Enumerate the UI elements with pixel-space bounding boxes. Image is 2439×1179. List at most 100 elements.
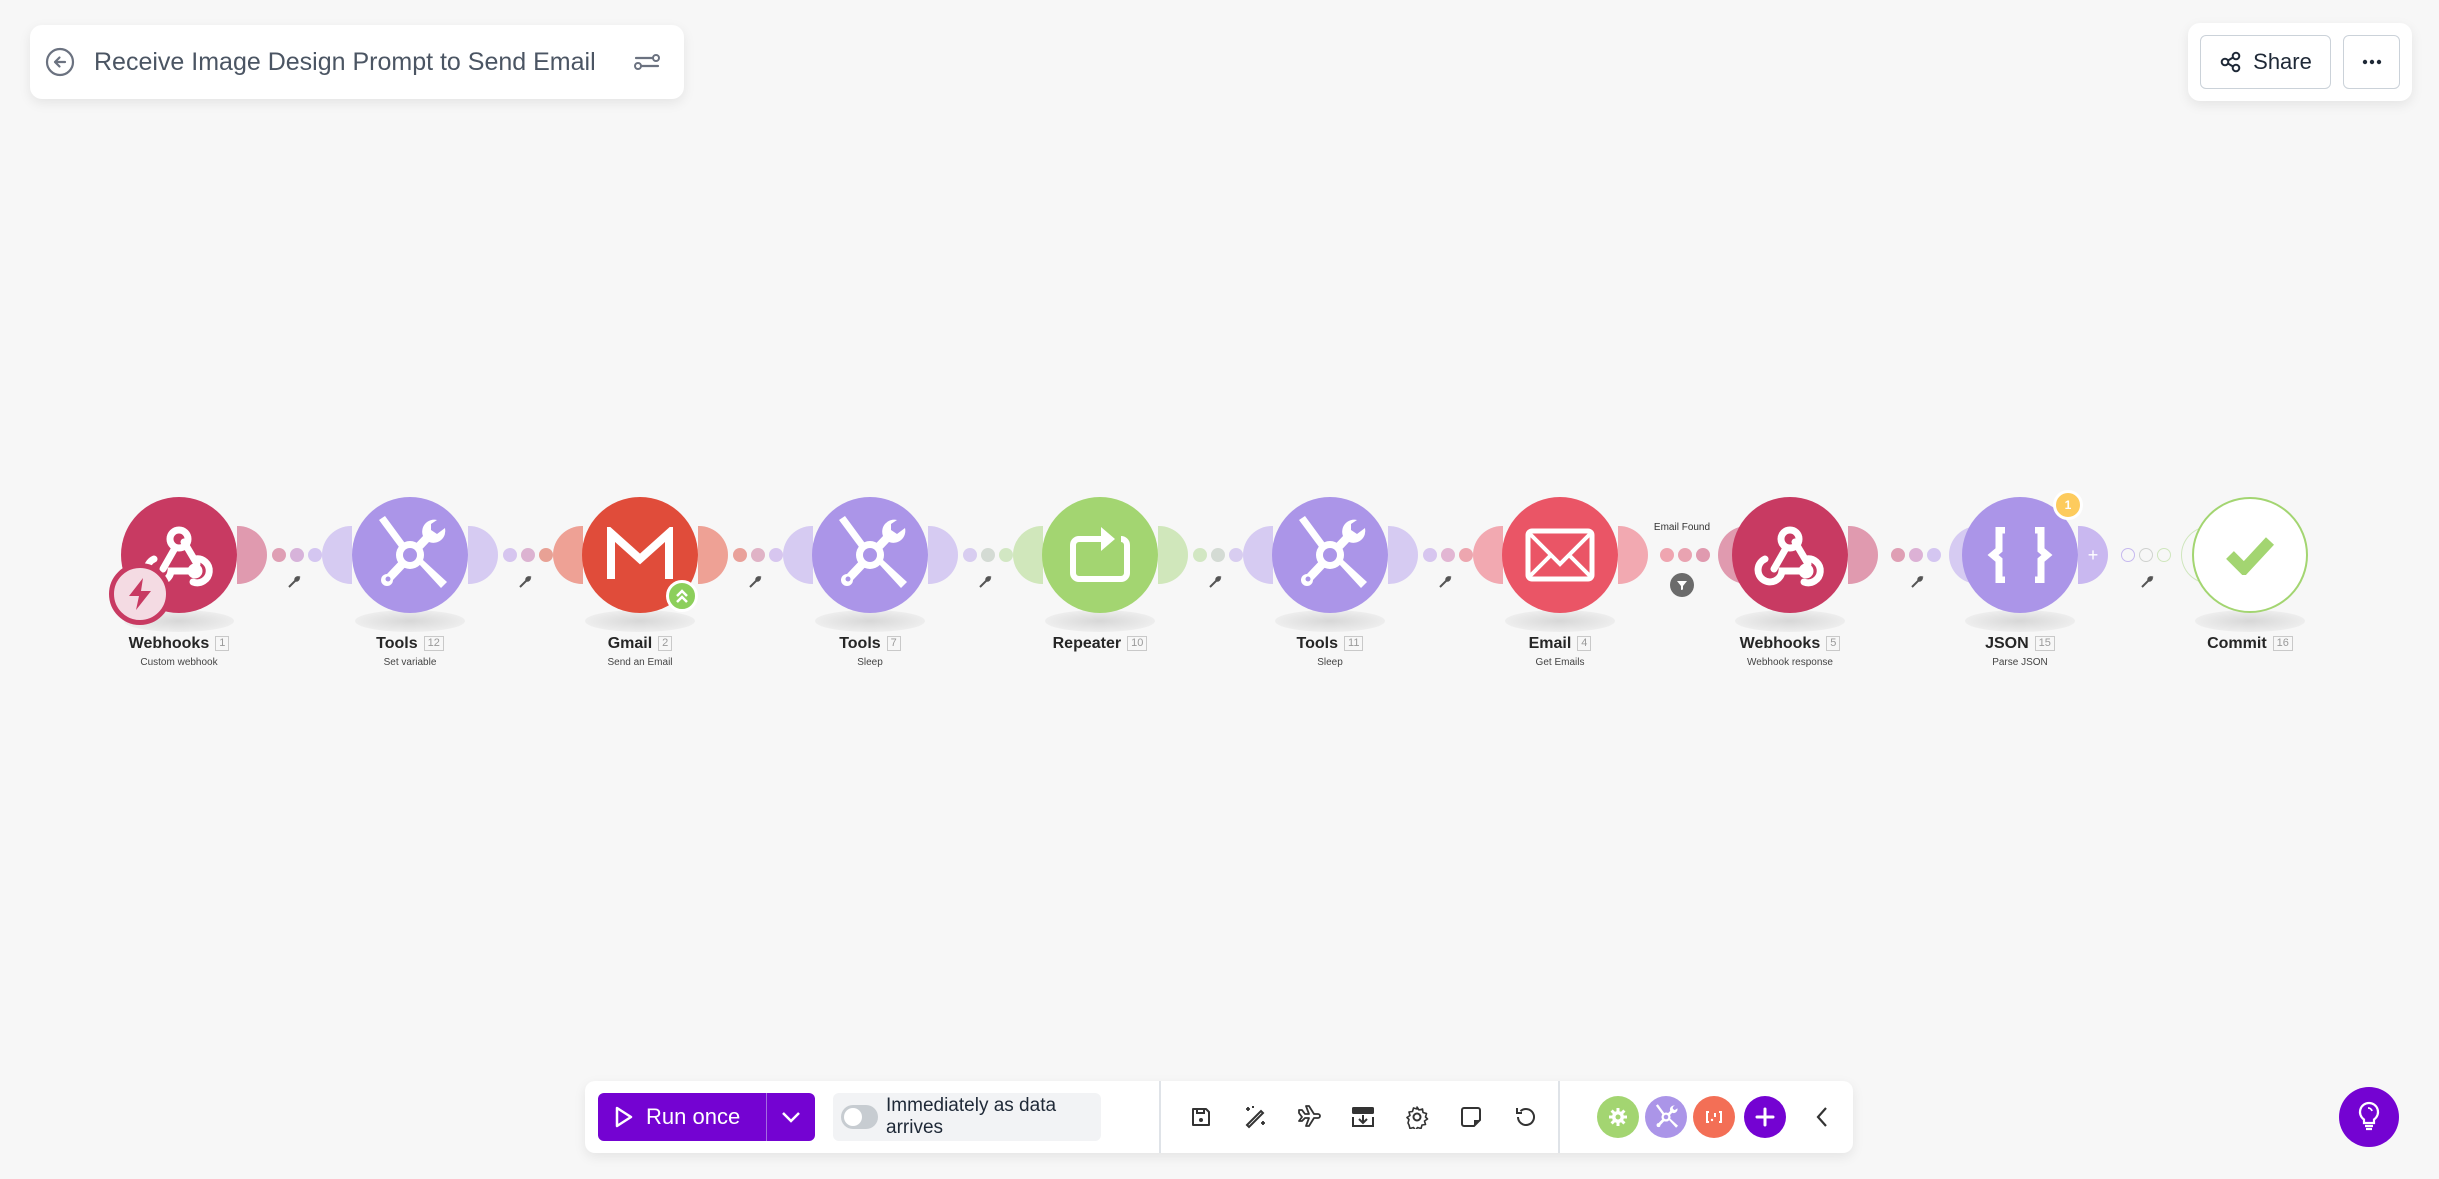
- connector-dot: [1211, 548, 1225, 562]
- node-shadow: [1045, 610, 1155, 632]
- connector-dot: [272, 548, 286, 562]
- wrench-icon[interactable]: [1438, 575, 1452, 589]
- wrench-icon[interactable]: [978, 575, 992, 589]
- wrench-icon[interactable]: [518, 575, 532, 589]
- input-port[interactable]: [1473, 526, 1503, 584]
- input-port[interactable]: [553, 526, 583, 584]
- auto-align-button[interactable]: [1240, 1102, 1270, 1132]
- module-action: Parse JSON: [1992, 657, 2048, 668]
- output-port[interactable]: [1158, 526, 1188, 584]
- node-shadow: [2195, 610, 2305, 632]
- previous-versions-button[interactable]: [1510, 1102, 1540, 1132]
- connector-dot: [1678, 548, 1692, 562]
- add-module-button[interactable]: [1744, 1096, 1786, 1138]
- gear-icon: [1406, 1106, 1429, 1129]
- toggle-knob: [844, 1108, 862, 1126]
- save-button[interactable]: [1186, 1102, 1216, 1132]
- wrench-icon[interactable]: [748, 575, 762, 589]
- node-shadow: [1275, 610, 1385, 632]
- input-port[interactable]: [783, 526, 813, 584]
- divider: [1159, 1081, 1161, 1153]
- module-action: Sleep: [857, 657, 883, 668]
- favorite-flow-control[interactable]: [1597, 1096, 1639, 1138]
- output-port[interactable]: [1618, 526, 1648, 584]
- output-port[interactable]: [698, 526, 728, 584]
- input-port[interactable]: [1013, 526, 1043, 584]
- module-tools-7[interactable]: [812, 497, 928, 613]
- node-shadow: [1505, 610, 1615, 632]
- module-tools-12[interactable]: [352, 497, 468, 613]
- wrench-icon[interactable]: [2140, 575, 2154, 589]
- run-options-dropdown[interactable]: [767, 1093, 815, 1141]
- tools-icon: [1655, 1104, 1679, 1128]
- undo-icon: [1516, 1108, 1535, 1126]
- wrench-icon[interactable]: [1910, 575, 1924, 589]
- node-shadow: [815, 610, 925, 632]
- divider: [1558, 1081, 1560, 1153]
- module-email-4[interactable]: [1502, 497, 1618, 613]
- airplane-icon: [1298, 1105, 1321, 1127]
- output-port[interactable]: [237, 526, 267, 584]
- output-port[interactable]: [468, 526, 498, 584]
- connector-dot: [1459, 548, 1473, 562]
- upgrade-badge[interactable]: [666, 580, 698, 612]
- module-webhooks-5[interactable]: [1732, 497, 1848, 613]
- schedule-toggle[interactable]: [841, 1105, 879, 1129]
- module-action: Sleep: [1317, 657, 1343, 668]
- connector-dot: [521, 548, 535, 562]
- input-port[interactable]: [322, 526, 352, 584]
- notes-button[interactable]: [1456, 1102, 1486, 1132]
- trigger-badge[interactable]: [109, 563, 171, 625]
- wrench-icon[interactable]: [1208, 575, 1222, 589]
- favorite-text-parser[interactable]: [1693, 1096, 1735, 1138]
- filter-label[interactable]: Email Found: [1653, 522, 1711, 533]
- note-icon: [1461, 1107, 1481, 1127]
- scenario-settings-button[interactable]: [1402, 1102, 1432, 1132]
- operations-count-badge[interactable]: 1: [2053, 490, 2083, 520]
- connector-dot: [1891, 548, 1905, 562]
- chevron-left-icon: [1816, 1107, 1827, 1127]
- run-once-button[interactable]: Run once: [598, 1093, 766, 1141]
- module-tools-11[interactable]: [1272, 497, 1388, 613]
- checkmark-icon: [2226, 537, 2274, 575]
- repeater-icon: [1070, 527, 1130, 582]
- collapse-toolbar-button[interactable]: [1807, 1102, 1837, 1132]
- explain-flow-button[interactable]: [1294, 1102, 1324, 1132]
- back-button[interactable]: [42, 44, 78, 80]
- module-commit-16[interactable]: [2192, 497, 2308, 613]
- gmail-icon: [607, 527, 673, 579]
- module-repeater-10[interactable]: [1042, 497, 1158, 613]
- share-card: Share: [2188, 23, 2412, 101]
- scenario-title-card: Receive Image Design Prompt to Send Emai…: [30, 25, 684, 99]
- share-button[interactable]: Share: [2200, 35, 2331, 89]
- output-port[interactable]: [1388, 526, 1418, 584]
- more-options-button[interactable]: [2343, 35, 2400, 89]
- connector-dot: [2139, 548, 2153, 562]
- double-chevron-up-icon: [676, 589, 688, 603]
- help-hints-button[interactable]: [2339, 1087, 2399, 1147]
- filter-button[interactable]: [1670, 573, 1694, 597]
- ellipsis-icon: [2362, 59, 2381, 65]
- favorite-tools[interactable]: [1645, 1096, 1687, 1138]
- magic-wand-icon: [1245, 1106, 1265, 1129]
- scenario-title[interactable]: Receive Image Design Prompt to Send Emai…: [94, 47, 596, 76]
- module-action: Custom webhook: [140, 657, 218, 668]
- wrench-icon[interactable]: [287, 575, 301, 589]
- export-blueprint-button[interactable]: [1348, 1102, 1378, 1132]
- connector-dot: [290, 548, 304, 562]
- output-port[interactable]: [928, 526, 958, 584]
- scenario-settings-button[interactable]: [632, 47, 662, 77]
- save-icon: [1192, 1108, 1210, 1126]
- connector-dot: [503, 548, 517, 562]
- output-port[interactable]: [1848, 526, 1878, 584]
- node-shadow: [1965, 610, 2075, 632]
- input-port[interactable]: [1243, 526, 1273, 584]
- add-module-port[interactable]: +: [2078, 526, 2108, 584]
